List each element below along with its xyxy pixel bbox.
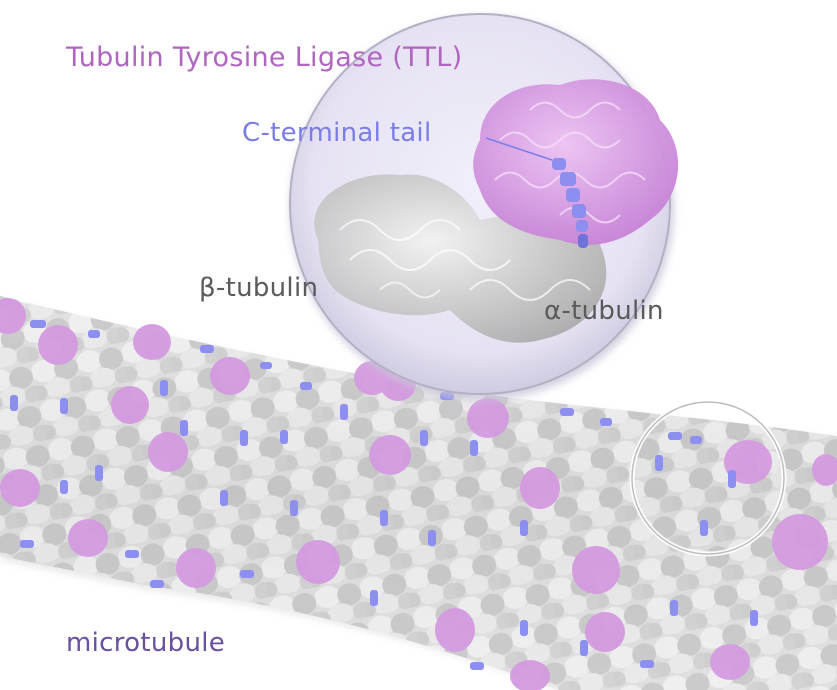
c-terminal-tail-structure [552, 158, 588, 248]
c-terminal-leader-line [485, 137, 553, 161]
microtubule-body [0, 296, 837, 690]
label-c-terminal-tail: C-terminal tail [242, 118, 432, 148]
figure-title: Tubulin Tyrosine Ligase (TTL) [66, 42, 463, 73]
label-microtubule: microtubule [66, 628, 226, 658]
ttl-proteins-on-microtubule [0, 298, 837, 690]
label-alpha-tubulin: α-tubulin [544, 296, 664, 326]
ttl-enzyme [473, 79, 679, 245]
label-beta-tubulin: β-tubulin [199, 273, 319, 303]
c-terminal-tails-on-microtubule [10, 320, 758, 670]
